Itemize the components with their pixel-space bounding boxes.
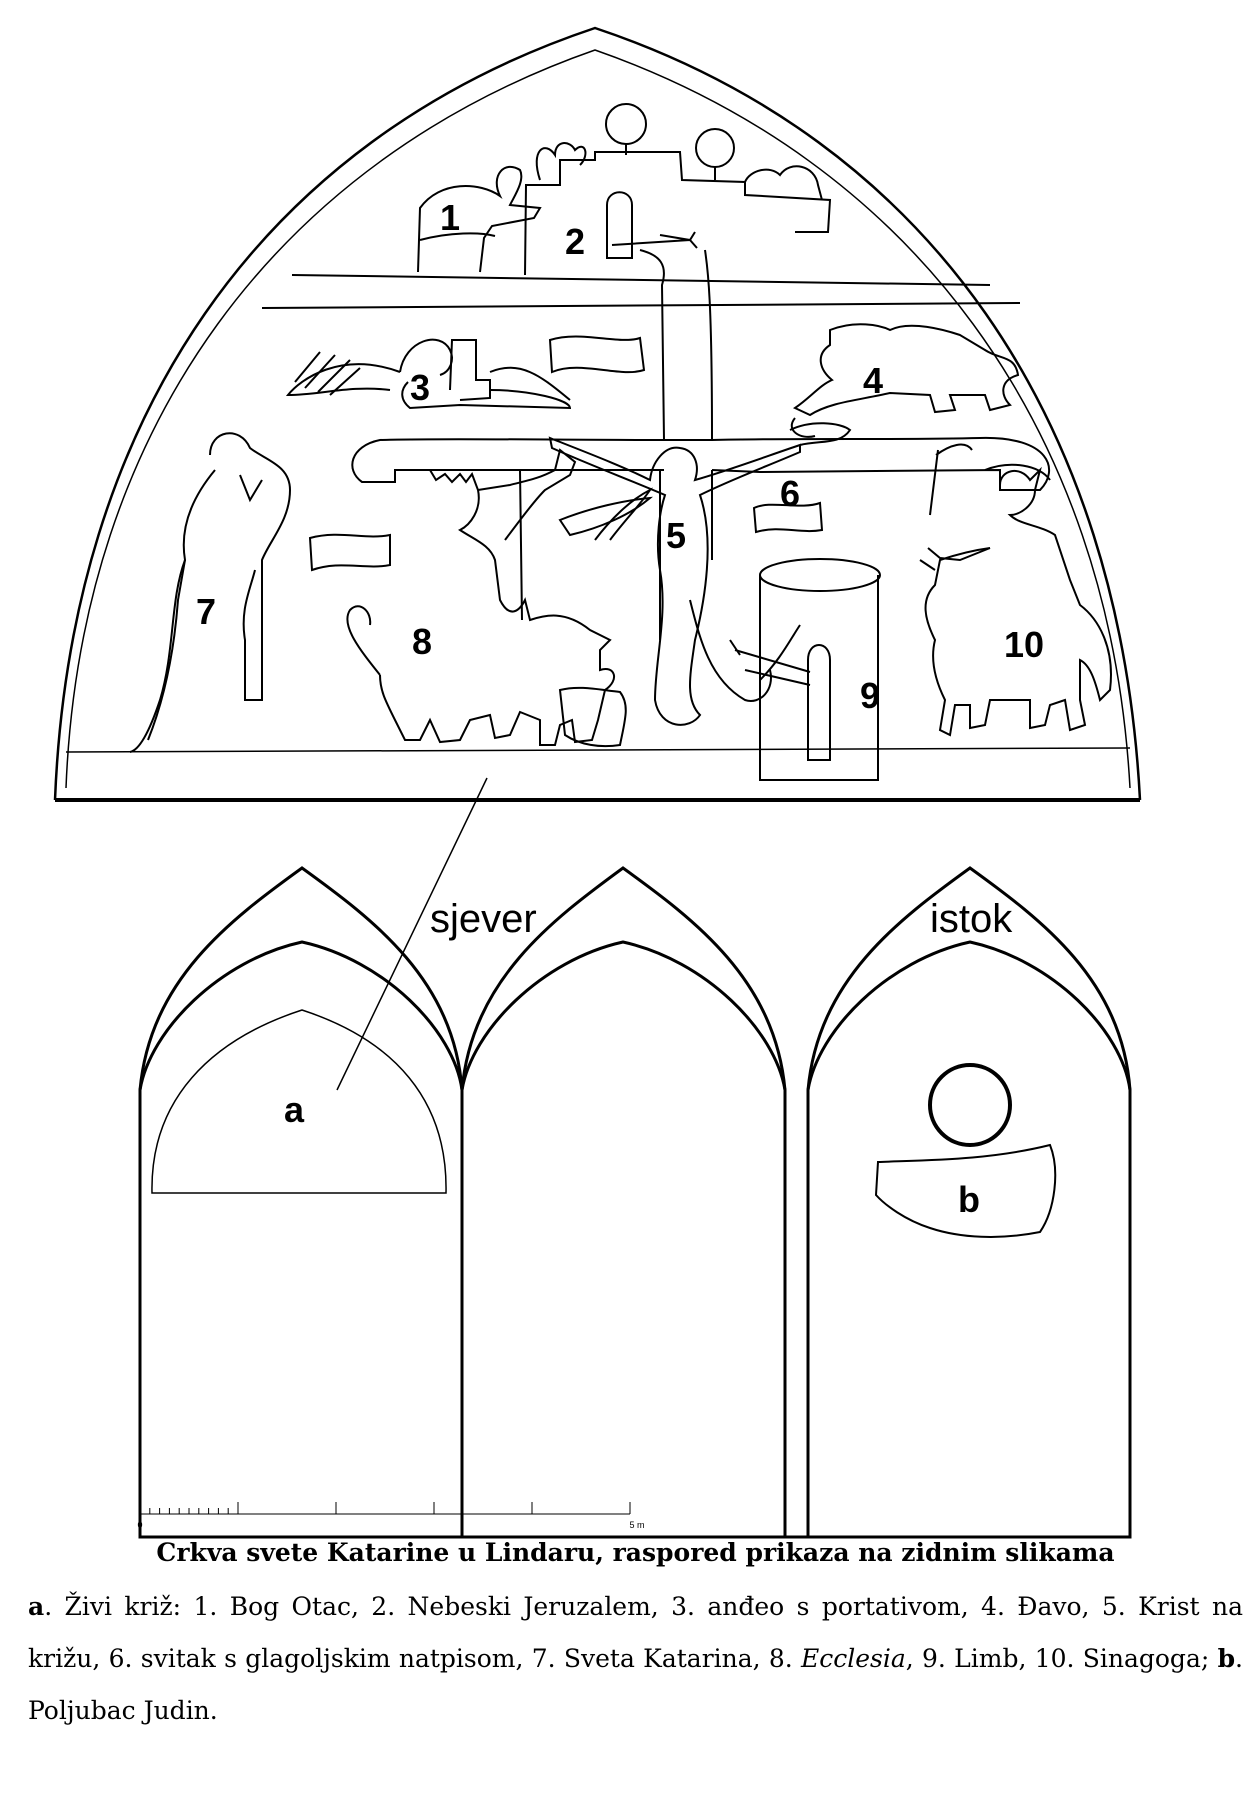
scale-end-label: 5 m (629, 1520, 644, 1530)
dove-shape (558, 496, 654, 537)
label-b: b (958, 1179, 980, 1220)
scroll-6-top (789, 422, 852, 446)
caption-a-text: . Živi križ: 1. Bog Otac, 2. Nebeski Jer… (28, 1592, 1243, 1673)
label-6: 6 (780, 473, 800, 514)
figure-8-ecclesia (346, 448, 653, 746)
register-lines (261, 274, 1021, 309)
figure-5-christ-on-the-cross (548, 436, 801, 726)
bay-middle (460, 866, 787, 1539)
scroll-upper (548, 335, 646, 374)
label-10: 10 (1004, 624, 1044, 665)
scroll-right (984, 463, 1051, 481)
fragment-b-outline (874, 1143, 1057, 1238)
label-7: 7 (196, 591, 216, 632)
caption-title: Crkva svete Katarine u Lindaru, raspored… (156, 1538, 1115, 1567)
figure-10-synagogue (919, 443, 1112, 737)
fragment-lower (558, 686, 627, 748)
figure-2-heavenly-jerusalem (524, 103, 832, 276)
caption-ecclesia: Ecclesia (801, 1644, 906, 1673)
round-window (928, 1063, 1012, 1147)
label-8: 8 (412, 621, 432, 662)
figure-1-god-the-father (417, 165, 542, 273)
figure-4-devil (790, 323, 1020, 438)
label-1: 1 (440, 197, 460, 238)
figure-3-angel-with-portative (285, 338, 572, 410)
scale-minor-ticks (149, 1508, 229, 1514)
label-3: 3 (410, 367, 430, 408)
living-cross (351, 249, 1050, 640)
bay-north-west (138, 866, 464, 1539)
caption-b-marker: b (1217, 1644, 1236, 1673)
scroll-left (308, 533, 391, 572)
caption-b-text: . Poljubac Judin. (28, 1644, 1243, 1725)
bay-east (806, 866, 1132, 1539)
label-east: istok (930, 897, 1013, 941)
scale-bar (139, 1502, 631, 1515)
caption-a-marker: a (28, 1592, 45, 1621)
label-north: sjever (430, 897, 537, 941)
caption-body: a. Živi križ: 1. Bog Otac, 2. Nebeski Je… (28, 1581, 1243, 1737)
label-4: 4 (863, 360, 883, 401)
scale-start-label: 0 (137, 1520, 142, 1530)
figure-6-glagolitic-scroll (752, 501, 824, 534)
tympanum-labels: 1 2 3 4 5 6 7 8 9 10 (196, 197, 1044, 716)
caption-a-text-2: , 9. Limb, 10. Sinagoga; (905, 1644, 1218, 1673)
tympanum-outline (53, 26, 1142, 802)
label-2: 2 (565, 221, 585, 262)
caption: Crkva svete Katarine u Lindaru, raspored… (28, 1538, 1243, 1737)
label-5: 5 (666, 515, 686, 556)
label-a: a (284, 1089, 305, 1130)
label-9: 9 (860, 675, 880, 716)
figure-7-saint-catherine (129, 432, 292, 753)
figure-9-limbo (729, 558, 881, 781)
